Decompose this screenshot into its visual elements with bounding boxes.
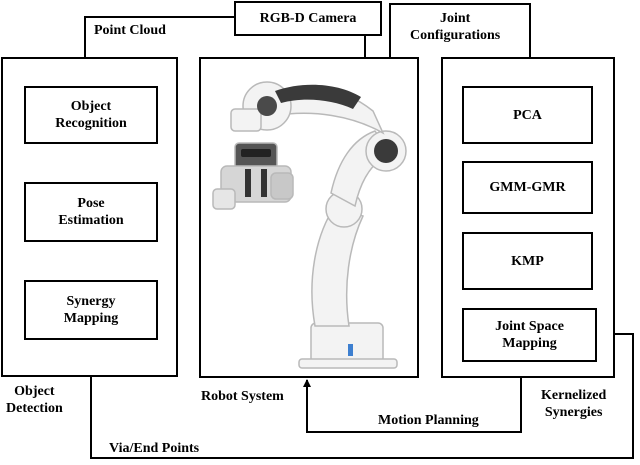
- robot-system-label: Robot System: [201, 389, 284, 404]
- synergy-mapping-node: Synergy Mapping: [24, 280, 158, 340]
- object-recognition-node: Object Recognition: [24, 86, 158, 144]
- pca-node: PCA: [462, 86, 593, 144]
- via-end-points-arrow: [90, 330, 634, 459]
- object-detection-label: Object Detection: [6, 384, 63, 416]
- joint-space-mapping-node: Joint Space Mapping: [462, 308, 597, 362]
- motion-planning-arrow: [303, 362, 522, 433]
- joint-config-arrow: [389, 3, 534, 87]
- pose-estimation-node: Pose Estimation: [24, 182, 158, 242]
- rgbd-camera-node: RGB-D Camera: [234, 1, 382, 36]
- via-end-points-label: Via/End Points: [109, 441, 200, 456]
- joint-configurations-label: Joint Configurations: [410, 11, 501, 43]
- motion-planning-label: Motion Planning: [378, 412, 479, 429]
- robot-arm-illustration: [212, 81, 407, 369]
- gmm-gmr-node: GMM-GMR: [462, 161, 593, 214]
- kernelized-synergies-label: Kernelized Synergies: [541, 388, 607, 420]
- kmp-node: KMP: [462, 232, 593, 290]
- point-cloud-label: Point Cloud: [94, 23, 166, 38]
